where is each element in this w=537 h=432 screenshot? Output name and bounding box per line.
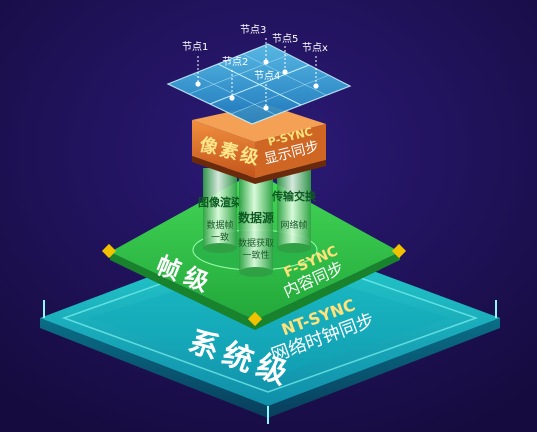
- pillars: 图像渲染 数据帧 一致 数据源 数据获取 一致性 传输交换 网络帧: [198, 164, 317, 277]
- node-pin-icon: [282, 46, 288, 75]
- node-grid: 节点1 节点2 节点3 节点4 节点5 节点x: [166, 24, 352, 125]
- node-pin-icon: [195, 56, 201, 87]
- pixel-tier-top: [192, 104, 326, 142]
- pixel-tier: 像素级 P-SYNC 显示同步: [192, 104, 326, 184]
- node-pin-icon: [263, 38, 269, 65]
- pillar-sub-line: 数据帧: [206, 219, 233, 231]
- corner-accent-icon: [247, 311, 263, 327]
- pixel-tier-front-left: [192, 120, 255, 178]
- pillar-label: 图像渲染: [198, 195, 243, 209]
- pixel-tier-bottom-edge: [192, 156, 326, 184]
- node-label: 节点x: [302, 42, 328, 54]
- node-label: 节点2: [222, 56, 248, 68]
- corner-accent-icon: [391, 243, 407, 259]
- pillar-label: 数据源: [238, 210, 274, 225]
- pillar-image-render: 图像渲染 数据帧 一致: [198, 168, 243, 253]
- node-label: 节点3: [240, 24, 266, 36]
- pillar-data-source: 数据源 数据获取 一致性: [238, 176, 274, 277]
- node-pin-icon: [263, 84, 269, 111]
- pillar-sub-line: 数据获取: [238, 237, 274, 249]
- node-label: 节点5: [272, 33, 298, 45]
- system-tier-inner-border: [61, 245, 479, 393]
- pillar-label: 传输交换: [271, 189, 317, 203]
- node-pin-icon: [229, 70, 235, 101]
- node-pin-icon: [313, 56, 319, 89]
- pillar-sub-line: 一致性: [242, 249, 269, 261]
- node-label: 节点1: [182, 41, 208, 53]
- node-label: 节点4: [254, 70, 280, 82]
- pillar-sub-line: 一致: [211, 231, 229, 243]
- pillar-transmission: 传输交换 网络帧: [271, 164, 317, 253]
- pillar-sub-line: 网络帧: [280, 219, 307, 231]
